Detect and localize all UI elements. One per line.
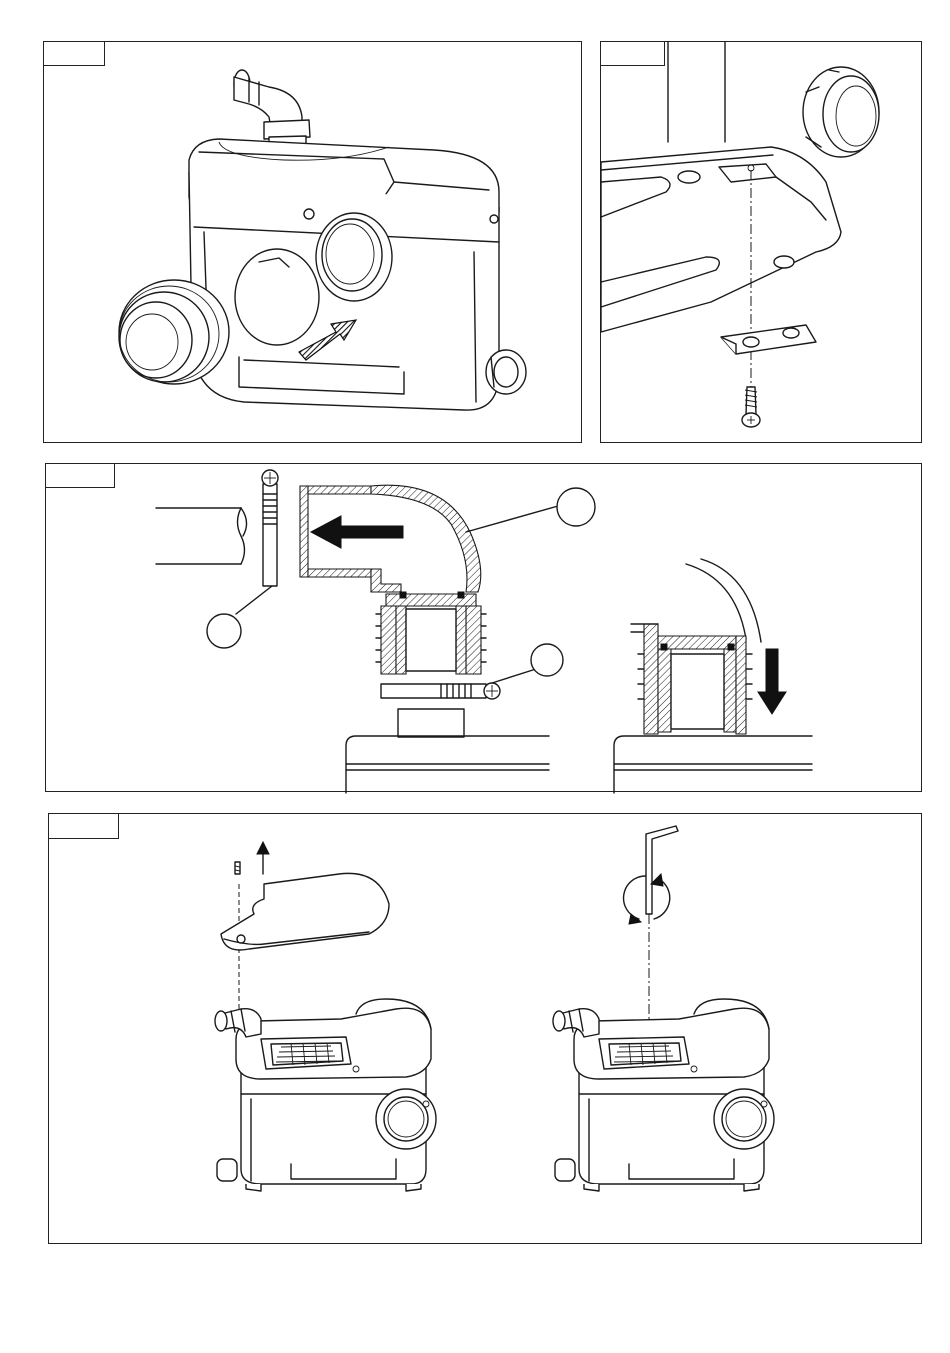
inlet-port (316, 213, 392, 301)
hose-clamp-left (262, 470, 278, 586)
top-elbow-fitting (234, 70, 310, 148)
assembled-section (614, 559, 812, 793)
callout-circle (207, 614, 241, 648)
pump-unit-illustration (44, 42, 583, 444)
screw-cap-nut (803, 67, 879, 157)
lifted-cover (221, 873, 389, 950)
pump-unit-right (553, 999, 774, 1191)
drain-pipe (156, 508, 247, 564)
panel-cover-removal (48, 813, 922, 1244)
panel-base-bracket (600, 41, 922, 443)
cover-removal-illustration (49, 814, 923, 1245)
callout-circle (557, 488, 595, 526)
mounting-bracket (721, 325, 816, 354)
hose-clamp-bottom (381, 683, 500, 699)
fixing-screw (742, 387, 760, 427)
hex-key-icon (646, 826, 678, 914)
base-plate (601, 42, 841, 332)
lift-up-arrow (257, 842, 269, 874)
small-drain-fitting (486, 350, 526, 394)
elbow-section (300, 485, 486, 674)
cover-screw (235, 862, 240, 874)
flow-direction-arrow (311, 516, 403, 548)
pump-unit-left (215, 999, 436, 1191)
push-down-arrow (758, 649, 786, 714)
panel-pump-housing (43, 41, 582, 443)
panel-elbow-section (45, 463, 922, 792)
housing-outlet-stub (346, 709, 549, 793)
bracket-mount-illustration (601, 42, 923, 444)
callout-circle (531, 644, 563, 676)
rubber-seal-ring (119, 280, 229, 384)
elbow-cross-section-illustration (46, 464, 923, 793)
